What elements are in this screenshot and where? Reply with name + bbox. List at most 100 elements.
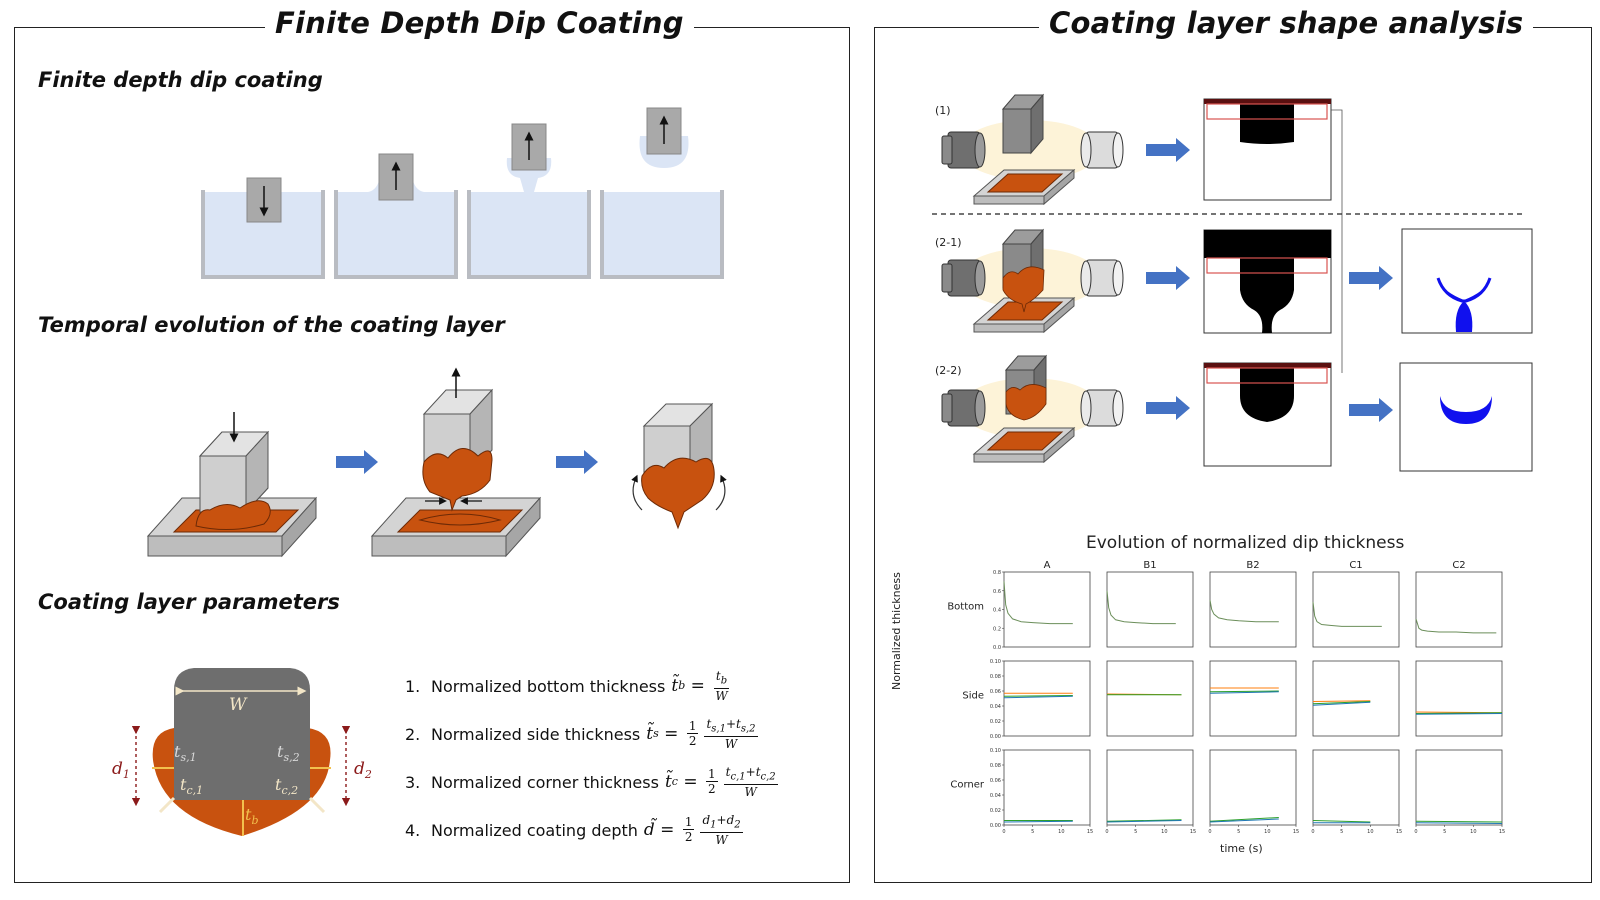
y-tick-label: 0.0 (993, 645, 1001, 651)
subplot-frame (1312, 571, 1400, 648)
case-label-2-1: (2-1) (935, 236, 962, 249)
equation-lhs-sub: s (653, 727, 659, 741)
column-header-C2: C2 (1452, 560, 1465, 571)
label-tc1: t (180, 775, 187, 794)
series-line-bottom-c2 (1415, 618, 1497, 634)
y-tick-label: 0.06 (990, 778, 1001, 784)
label-d1: d (112, 759, 123, 779)
svg-text:ts,1: ts,1 (174, 742, 197, 764)
subplot-frame (1415, 749, 1503, 826)
series-line-corner-c1 (1312, 820, 1371, 823)
setup-case-1 (941, 94, 1124, 205)
shape-case-2-1 (1401, 228, 1533, 334)
setup-case-2-1 (941, 229, 1124, 333)
section-title-params: Coating layer parameters (38, 590, 340, 614)
y-tick-label: 0.4 (993, 608, 1001, 614)
y-tick-label: 0.10 (990, 748, 1001, 754)
case-label-2-2: (2-2) (935, 364, 962, 377)
series-line-bottom-c1 (1312, 601, 1382, 627)
column-header-C1: C1 (1349, 560, 1362, 571)
series-line-side-c1 (1312, 700, 1371, 702)
equation-lhs: t̃ (664, 771, 672, 792)
y-tick-label: 0.2 (993, 626, 1001, 632)
series-line-corner-c2 (1415, 822, 1503, 824)
label-ts1: t (174, 742, 181, 761)
subplot-frame (1003, 749, 1091, 826)
series-line-corner-c2 (1415, 820, 1503, 823)
y-tick-label: 0.02 (990, 808, 1001, 814)
y-tick-label: 0.08 (990, 763, 1001, 769)
x-tick-label: 10 (1367, 829, 1373, 835)
tank-stage-3 (467, 123, 591, 279)
left-panel: Finite Depth Dip Coating (14, 6, 850, 883)
x-tick-label: 15 (1396, 829, 1402, 835)
x-tick-label: 15 (1087, 829, 1093, 835)
label-tc2-sub: c,2 (281, 784, 298, 797)
evolution-stage-2 (370, 367, 542, 558)
equation-number: 2. (405, 724, 421, 744)
silhouette-case-2-2 (1203, 362, 1332, 467)
series-line-side-c2 (1415, 712, 1503, 714)
x-tick-label: 10 (1058, 829, 1064, 835)
label-ts2-sub: s,2 (283, 751, 299, 764)
series-line-side-b2 (1209, 691, 1279, 694)
label-ts1-sub: s,1 (180, 751, 196, 764)
section-title-temporal: Temporal evolution of the coating layer (38, 313, 505, 337)
equation-lhs: d̃ (643, 819, 655, 840)
svg-text:tc,1: tc,1 (180, 775, 203, 797)
y-tick-label: 0.06 (990, 689, 1001, 695)
subplot-frame (1106, 660, 1194, 737)
subplot-frame (1312, 749, 1400, 826)
x-tick-label: 5 (1443, 829, 1446, 835)
row-label-corner: Corner (950, 780, 985, 791)
subplot-frame (1209, 749, 1297, 826)
y-tick-label: 0.02 (990, 719, 1001, 725)
subplot-frame (1106, 749, 1194, 826)
tank-stage-2 (334, 153, 458, 279)
series-line-side-c2 (1415, 713, 1503, 715)
shape-case-2-2 (1399, 362, 1533, 472)
y-tick-label: 0.00 (990, 823, 1001, 829)
column-header-B2: B2 (1246, 560, 1259, 571)
x-tick-label: 0 (1002, 829, 1005, 835)
series-line-corner-b2 (1209, 818, 1279, 823)
equation-lhs: t̃ (646, 723, 654, 744)
x-tick-label: 0 (1208, 829, 1211, 835)
equation-number: 4. (405, 820, 421, 840)
label-d2-sub: 2 (364, 768, 372, 781)
subplot-frame (1312, 660, 1400, 737)
label-d2: d (354, 759, 365, 779)
series-line-side-b2 (1209, 690, 1279, 693)
series-line-side-c1 (1312, 701, 1371, 705)
equation-number: 1. (405, 676, 421, 696)
subplot-frame (1003, 660, 1091, 737)
x-tick-label: 10 (1161, 829, 1167, 835)
row-label-side: Side (962, 691, 984, 702)
setup-case-2-2 (941, 355, 1124, 463)
left-panel-title: Finite Depth Dip Coating (265, 6, 694, 40)
x-tick-label: 0 (1414, 829, 1417, 835)
right-panel-title: Coating layer shape analysis (1039, 6, 1534, 40)
series-line-side-a (1003, 695, 1073, 697)
svg-text:tb: tb (245, 805, 258, 827)
label-tb-sub: b (251, 814, 258, 827)
equation-label: Normalized corner thickness (431, 772, 659, 792)
x-tick-label: 10 (1470, 829, 1476, 835)
series-line-bottom-b1 (1106, 590, 1176, 625)
equation-label: Normalized bottom thickness (431, 676, 666, 696)
x-tick-label: 15 (1190, 829, 1196, 835)
y-tick-label: 0.04 (990, 704, 1001, 710)
subplot-frame (1415, 660, 1503, 737)
silhouette-case-1 (1203, 98, 1343, 373)
svg-text:d2: d2 (354, 759, 372, 781)
